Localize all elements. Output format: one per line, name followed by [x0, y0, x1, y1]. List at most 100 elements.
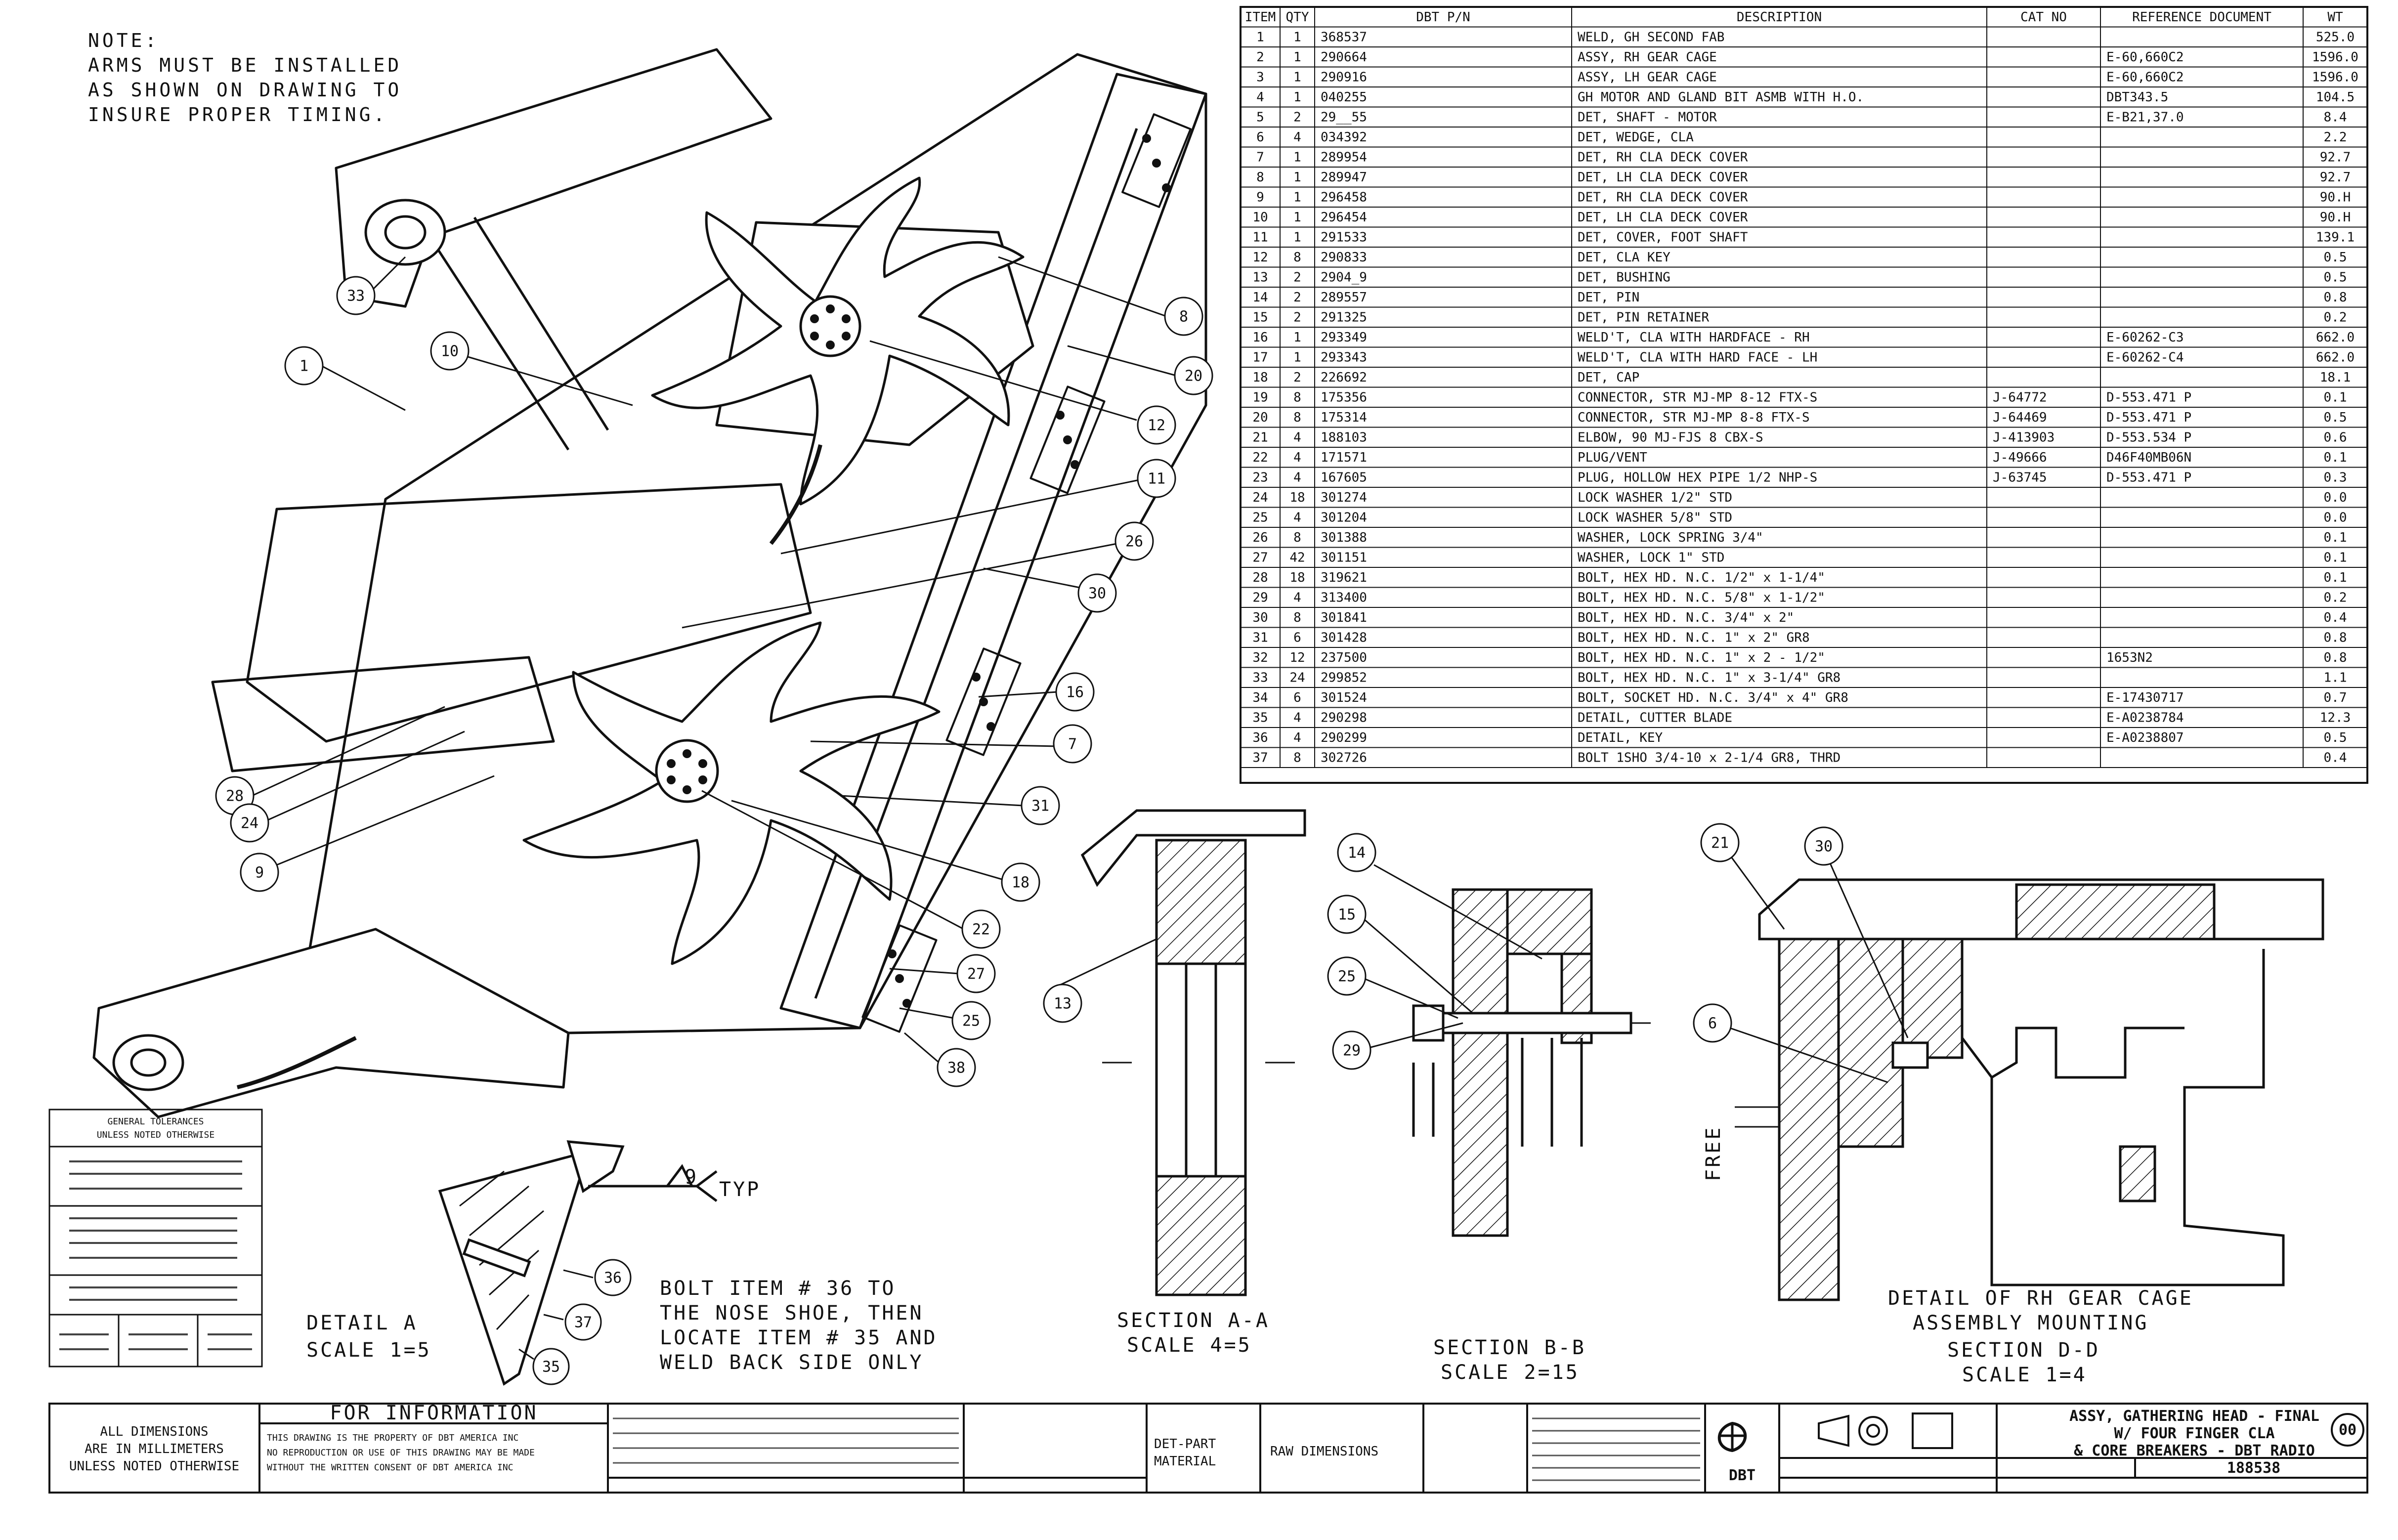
bom-cell: DET, CAP: [1578, 370, 1639, 385]
bolt-note: BOLT ITEM # 36 TO THE NOSE SHOE, THEN LO…: [660, 1277, 938, 1374]
revision-badge: 00: [2331, 1413, 2364, 1447]
bom-cell: 2: [1293, 290, 1301, 305]
svg-text:8: 8: [1179, 308, 1188, 326]
bom-header-cell: WT: [2327, 10, 2343, 25]
svg-text:9: 9: [255, 864, 264, 882]
bom-cell: DET, PIN: [1578, 290, 1639, 305]
bom-cell: 4: [1293, 711, 1301, 726]
section-b-scale: SCALE 2=15: [1441, 1361, 1580, 1384]
item-balloon: 29: [1332, 1030, 1371, 1070]
item-balloon: 31: [1021, 786, 1060, 825]
bom-cell: BOLT, HEX HD. N.C. 3/4" x 2": [1578, 610, 1794, 625]
bom-cell: 22: [1252, 450, 1268, 465]
bom-cell: 1: [1293, 50, 1301, 65]
bom-cell: DETAIL, CUTTER BLADE: [1578, 711, 1732, 726]
bom-cell: 290298: [1321, 711, 1367, 726]
bom-cell: 0.8: [2324, 290, 2347, 305]
bom-cell: 1: [1293, 150, 1301, 165]
bom-cell: 26: [1252, 530, 1268, 545]
bom-cell: 19: [1252, 390, 1268, 405]
bom-cell: 16: [1252, 330, 1268, 345]
bom-cell: 289557: [1321, 290, 1367, 305]
bom-header-cell: REFERENCE DOCUMENT: [2132, 10, 2271, 25]
dimensions-note: UNLESS NOTED OTHERWISE: [69, 1459, 239, 1474]
bom-header-cell: DESCRIPTION: [1737, 10, 1822, 25]
bom-cell: 34: [1252, 690, 1268, 705]
tolerance-title: GENERAL TOLERANCES: [107, 1116, 204, 1127]
bom-cell: J-413903: [1993, 430, 2055, 445]
pivot-boss: [112, 1034, 184, 1091]
cutter-blade: [566, 1140, 625, 1193]
item-balloon: 9: [240, 853, 279, 892]
bom-cell: 18: [1289, 490, 1305, 505]
bom-cell: 0.5: [2324, 730, 2347, 745]
bom-cell: 188103: [1321, 430, 1367, 445]
bom-cell: 2: [1293, 270, 1301, 285]
bom-cell: 8: [1293, 530, 1301, 545]
item-balloon: 8: [1164, 297, 1203, 336]
bom-cell: 15: [1252, 310, 1268, 325]
bom-cell: 10: [1252, 210, 1268, 225]
bom-cell: 29: [1252, 591, 1268, 605]
item-balloon: 37: [564, 1303, 602, 1341]
svg-text:22: 22: [972, 921, 990, 939]
item-balloon: 6: [1693, 1003, 1732, 1043]
detail-rh-sublabel: ASSEMBLY MOUNTING: [1913, 1312, 2148, 1334]
section-a-view: [1052, 809, 1306, 1296]
bom-cell: E-60262-C3: [2106, 330, 2184, 345]
bom-cell: 289954: [1321, 150, 1367, 165]
property-note: THIS DRAWING IS THE PROPERTY OF DBT AMER…: [267, 1433, 518, 1443]
svg-text:26: 26: [1125, 533, 1143, 551]
bom-cell: 0.8: [2324, 650, 2347, 665]
bom-cell: 33: [1252, 671, 1268, 685]
item-balloon: 26: [1114, 521, 1154, 561]
bom-cell: 319621: [1321, 570, 1367, 585]
bom-cell: 302726: [1321, 751, 1367, 766]
svg-text:1: 1: [300, 358, 308, 375]
bom-cell: 0.6: [2324, 430, 2347, 445]
section-d-scale: SCALE 1=4: [1962, 1364, 2087, 1386]
bom-cell: 0.5: [2324, 270, 2347, 285]
bom-cell: GH MOTOR AND GLAND BIT ASMB WITH H.O.: [1578, 90, 1864, 105]
bom-cell: LOCK WASHER 1/2" STD: [1578, 490, 1732, 505]
bom-cell: 290916: [1321, 70, 1367, 85]
item-balloon: 21: [1700, 823, 1740, 862]
bom-cell: 4: [1293, 450, 1301, 465]
bom-cell: 2.2: [2324, 130, 2347, 145]
main-view-balloons: [252, 256, 1177, 1064]
svg-text:31: 31: [1031, 798, 1049, 815]
bom-cell: PLUG/VENT: [1578, 450, 1647, 465]
bom-cell: 27: [1252, 551, 1268, 565]
item-balloon: 22: [961, 909, 1001, 949]
bom-cell: 1: [1293, 330, 1301, 345]
item-balloon: 30: [1804, 826, 1843, 866]
detail-rh-label: DETAIL OF RH GEAR CAGE: [1888, 1287, 2193, 1310]
bom-cell: 0.0: [2324, 490, 2347, 505]
bom-cell: 37: [1252, 751, 1268, 766]
bom-cell: 167605: [1321, 471, 1367, 485]
item-balloon: 14: [1337, 833, 1376, 872]
bom-cell: 0.1: [2324, 530, 2347, 545]
bom-cell: 12.3: [2320, 711, 2351, 726]
item-balloon: 33: [336, 276, 376, 315]
bom-cell: E-17430717: [2106, 690, 2184, 705]
bom-header-cell: DBT P/N: [1416, 10, 1470, 25]
bom-cell: D-553.471 P: [2106, 471, 2191, 485]
bom-cell: 0.2: [2324, 591, 2347, 605]
bom-header-cell: CAT NO: [2020, 10, 2067, 25]
property-note: WITHOUT THE WRITTEN CONSENT OF DBT AMERI…: [267, 1462, 514, 1473]
bom-cell: 32: [1252, 650, 1268, 665]
item-balloon: 27: [956, 954, 996, 993]
arm-hub: [655, 739, 719, 803]
detail-rh-gear-cage-view: [1729, 855, 2324, 1301]
svg-text:LOCATE ITEM # 35 AND: LOCATE ITEM # 35 AND: [660, 1326, 938, 1349]
bom-cell: 301274: [1321, 490, 1367, 505]
bom-cell: CONNECTOR, STR MJ-MP 8-8 FTX-S: [1578, 410, 1810, 425]
material-label: DET-PART: [1154, 1437, 1216, 1452]
dimensions-note: ALL DIMENSIONS: [100, 1424, 208, 1439]
svg-text:24: 24: [241, 815, 258, 832]
bom-cell: 296454: [1321, 210, 1367, 225]
bom-cell: DET, SHAFT - MOTOR: [1578, 110, 1717, 125]
bom-cell: 293343: [1321, 350, 1367, 365]
